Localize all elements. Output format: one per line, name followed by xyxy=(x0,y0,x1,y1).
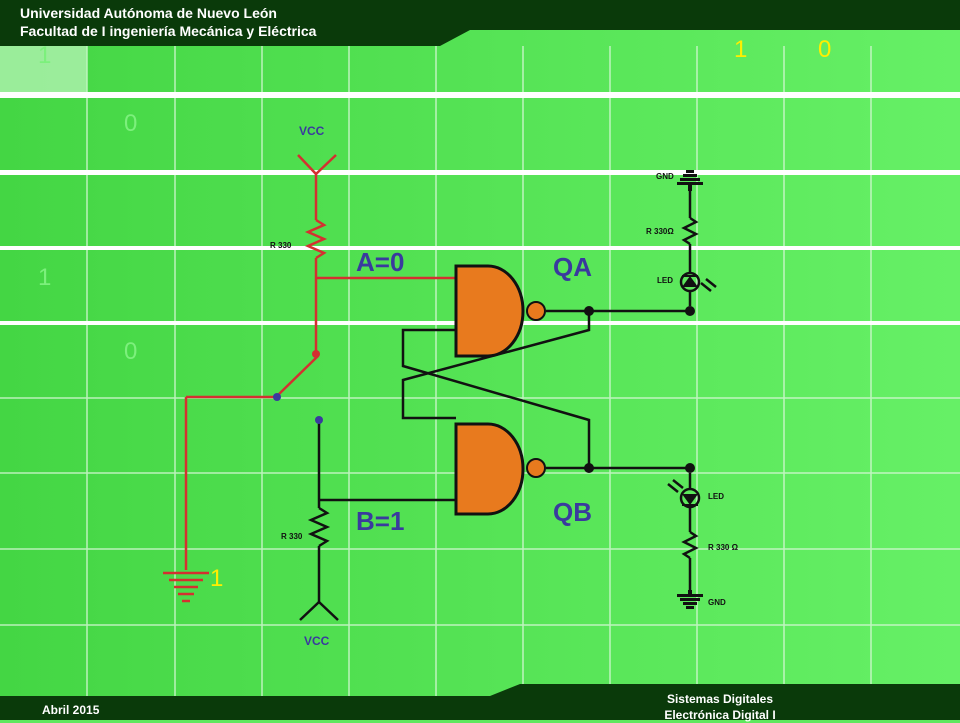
vcc-bottom-label: VCC xyxy=(304,634,330,648)
junction-led-bottom xyxy=(685,463,695,473)
ghost-digit-row2: 0 xyxy=(124,110,138,137)
nand-bubble-bottom xyxy=(526,458,546,478)
input-b-label: B=1 xyxy=(356,506,405,536)
feedback-wires xyxy=(401,309,690,470)
resistor-led-bottom-label: R 330 Ω xyxy=(708,543,738,552)
led-bottom-label: LED xyxy=(708,492,724,501)
gnd-bottom-icon xyxy=(677,590,703,609)
footer-bar xyxy=(0,684,960,720)
junction-qa xyxy=(584,306,594,316)
junction-qb xyxy=(584,463,594,473)
input-a-label: A=0 xyxy=(356,247,405,277)
junction-led-top xyxy=(685,306,695,316)
switch-contact-b xyxy=(315,416,323,424)
background-grid xyxy=(0,46,960,696)
resistor-led-top-label: R 330Ω xyxy=(646,227,674,236)
course-subtitle: Electrónica Digital I xyxy=(664,708,776,722)
led-bottom-diode-icon xyxy=(682,494,698,505)
header-bar xyxy=(0,0,960,46)
resistor-top-label: R 330 xyxy=(270,241,292,250)
highlight-cell xyxy=(0,46,87,92)
header-title: Universidad Autónoma de Nuevo León Facul… xyxy=(20,4,316,40)
output-qb-label: QB xyxy=(553,497,592,527)
led-top-label: LED xyxy=(657,276,673,285)
bit-top-b: 0 xyxy=(818,36,832,63)
bit-top-a: 1 xyxy=(734,36,748,63)
ghost-digit-row3: 1 xyxy=(38,264,52,291)
resistor-bottom-label: R 330 xyxy=(281,532,303,541)
footer-date: Abril 2015 xyxy=(42,703,100,717)
gnd-top-icon xyxy=(677,170,703,191)
gnd-top-label: GND xyxy=(656,172,674,181)
switch-pivot xyxy=(273,393,281,401)
footer-course: Sistemas Digitales Electrónica Digital I xyxy=(640,691,800,723)
ghost-digit-top-left: 1 xyxy=(38,42,52,69)
switch-contact-a xyxy=(312,350,320,358)
university-name: Universidad Autónoma de Nuevo León xyxy=(20,5,277,21)
output-qa-label: QA xyxy=(553,252,592,282)
input-a-circuit xyxy=(163,154,456,603)
faculty-name: Facultad de I ingeniería Mecánica y Eléc… xyxy=(20,23,317,39)
bit-bottom: 1 xyxy=(210,565,224,592)
input-b-circuit xyxy=(299,421,456,621)
led-branch-top xyxy=(679,190,717,306)
led-top-diode-icon xyxy=(682,276,698,287)
gnd-bottom-label: GND xyxy=(708,598,726,607)
nand-gate-bottom xyxy=(454,422,525,516)
vcc-top-label: VCC xyxy=(299,124,325,138)
course-name: Sistemas Digitales xyxy=(666,692,774,706)
nand-gate-top xyxy=(454,264,525,358)
led-branch-bottom xyxy=(667,473,701,590)
nand-bubble-top xyxy=(526,301,546,321)
ghost-digit-row4: 0 xyxy=(124,338,138,365)
